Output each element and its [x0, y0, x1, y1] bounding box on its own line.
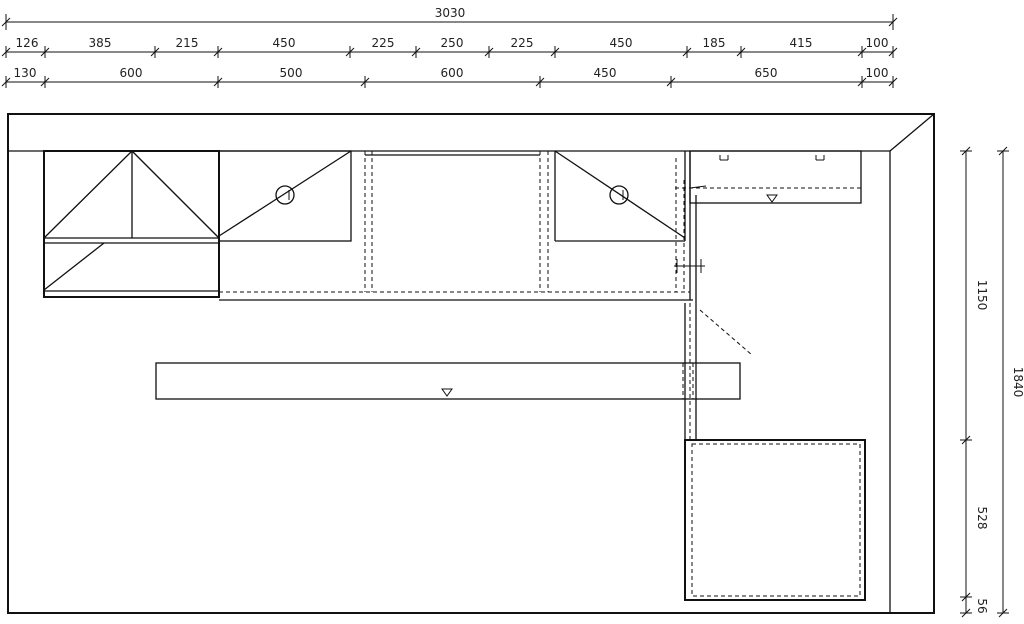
dim-right-outer: 1840	[1011, 367, 1024, 398]
dim-overall-width: 3030	[435, 6, 466, 20]
tick-marks-lower	[1, 76, 898, 88]
dim-lower-1: 600	[120, 66, 143, 80]
dim-lower-2: 500	[280, 66, 303, 80]
sink-cabinet-right	[554, 150, 686, 242]
dim-upper-2: 215	[176, 36, 199, 50]
tick-marks-upper	[1, 46, 898, 58]
dim-right-2: 56	[975, 598, 989, 613]
sink-drain-icon	[275, 185, 295, 205]
dimension-chains-right: 1150 528 56 1840	[960, 146, 1024, 618]
dim-lower-3: 600	[441, 66, 464, 80]
dim-lower-6: 100	[866, 66, 889, 80]
dimension-chains-top: 3030 126 385 215 450 225 250 225 450 185…	[1, 6, 898, 88]
sink-cabinet-left	[218, 150, 352, 297]
dim-upper-4: 225	[372, 36, 395, 50]
dim-upper-8: 185	[703, 36, 726, 50]
base-cabinet-run	[219, 151, 693, 301]
marker-triangle-island	[441, 388, 453, 397]
marker-triangle	[766, 194, 778, 203]
tall-unit-bottom-right	[684, 439, 866, 601]
dim-lower-4: 450	[594, 66, 617, 80]
right-cabinet-column	[674, 150, 862, 600]
dim-upper-7: 450	[610, 36, 633, 50]
dim-upper-10: 100	[866, 36, 889, 50]
dim-right-0: 1150	[975, 280, 989, 311]
dim-upper-6: 225	[511, 36, 534, 50]
island-counter	[155, 362, 741, 400]
dim-lower-5: 650	[755, 66, 778, 80]
dim-lower-0: 130	[14, 66, 37, 80]
dim-upper-5: 250	[441, 36, 464, 50]
dim-right-1: 528	[975, 507, 989, 530]
dim-upper-1: 385	[89, 36, 112, 50]
dim-upper-3: 450	[273, 36, 296, 50]
dim-upper-0: 126	[16, 36, 39, 50]
dim-upper-9: 415	[790, 36, 813, 50]
sink-drain-icon-2	[609, 185, 629, 205]
upper-cabinet-left	[43, 150, 220, 298]
